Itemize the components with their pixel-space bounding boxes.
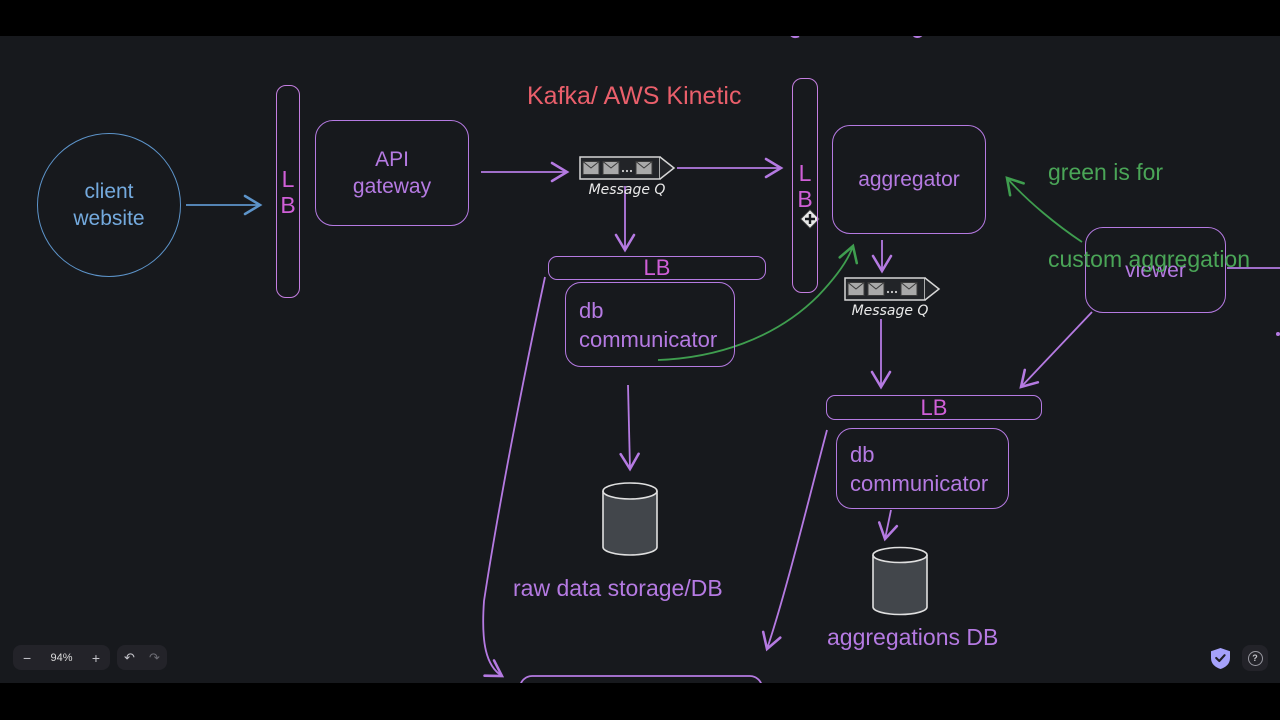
node-label: db xyxy=(579,297,604,323)
clipped-title-fragment xyxy=(912,36,923,38)
node-label: communicator xyxy=(850,470,989,496)
envelope-icon xyxy=(635,161,653,175)
envelope-icon xyxy=(867,282,885,296)
node-lb1[interactable]: L B xyxy=(276,85,300,298)
raw-db-label[interactable]: raw data storage/DB xyxy=(513,575,723,601)
node-lb-right[interactable]: LB xyxy=(826,395,1042,420)
node-db-communicator-right[interactable]: db communicator xyxy=(836,428,1009,509)
envelope-icon xyxy=(582,161,600,175)
agg-db-label[interactable]: aggregations DB xyxy=(827,624,999,650)
green-note-line: custom aggregation xyxy=(1048,246,1251,272)
envelope-icon xyxy=(847,282,865,296)
arrow-viewer-to-lb-right[interactable] xyxy=(1019,311,1093,389)
envelope-icon xyxy=(900,282,918,296)
node-label: db xyxy=(850,441,875,467)
arrow-dbcomm-mid-to-raw-db[interactable] xyxy=(619,384,640,472)
node-label: communicator xyxy=(579,326,718,352)
excalidraw-canvas[interactable]: Message Q Message Q xyxy=(0,36,1280,683)
raw-db-cylinder-icon[interactable] xyxy=(602,482,658,556)
node-label: B xyxy=(280,191,296,218)
arrow-lb-mid-to-bottom-box[interactable] xyxy=(482,276,546,678)
message-q2-label: Message Q xyxy=(852,303,929,319)
encrypted-shield-icon[interactable] xyxy=(1211,648,1230,669)
help-button[interactable]: ? xyxy=(1242,645,1268,671)
node-db-communicator-mid[interactable]: db communicator xyxy=(565,282,735,367)
message-queue-icon[interactable]: Message Q xyxy=(579,156,676,198)
node-lb2[interactable]: L B xyxy=(792,78,818,293)
node-label: LB xyxy=(920,394,948,420)
message-queue-icon[interactable]: Message Q xyxy=(844,277,941,319)
node-label: website xyxy=(73,207,145,230)
history-control[interactable]: ↶ ↷ xyxy=(117,645,167,670)
letterbox-bottom xyxy=(0,683,1280,720)
help-icon: ? xyxy=(1247,650,1263,666)
kafka-annotation[interactable]: Kafka/ AWS Kinetic xyxy=(527,82,742,110)
node-label: L xyxy=(281,165,295,192)
node-api-gateway[interactable]: API gateway xyxy=(315,120,469,226)
node-label: client xyxy=(84,180,134,203)
green-note-annotation[interactable]: green is for custom aggregation xyxy=(1048,100,1250,332)
zoom-out-button[interactable]: − xyxy=(23,649,32,666)
node-label: aggregator xyxy=(858,168,960,191)
arrow-dbcomm-right-to-agg-db[interactable] xyxy=(877,509,899,542)
zoom-control[interactable]: − 94% + xyxy=(13,645,110,670)
node-label: B xyxy=(797,185,813,212)
connector-layer: Message Q Message Q xyxy=(186,36,1280,683)
node-label: viewer xyxy=(1125,258,1186,282)
envelope-icon xyxy=(602,161,620,175)
agg-db-cylinder-icon[interactable] xyxy=(872,546,928,616)
node-label: LB xyxy=(643,255,671,280)
letterbox-top xyxy=(0,0,1280,36)
move-cursor-icon xyxy=(800,209,820,229)
zoom-level[interactable]: 94% xyxy=(50,651,73,664)
node-viewer[interactable]: viewer xyxy=(1085,227,1226,313)
node-client-website[interactable]: client website xyxy=(37,133,181,277)
arrow-lb-right-to-bottom-box[interactable] xyxy=(761,429,828,652)
green-arrow-dbcomm-to-lb2[interactable] xyxy=(657,243,859,361)
node-label: API xyxy=(375,148,409,171)
node-aggregator[interactable]: aggregator xyxy=(832,125,986,234)
zoom-in-button[interactable]: + xyxy=(91,649,100,666)
redo-icon[interactable]: ↷ xyxy=(149,649,160,665)
message-q1-label: Message Q xyxy=(589,182,666,198)
node-lb-mid[interactable]: LB xyxy=(548,256,766,280)
bottom-clipped-box[interactable] xyxy=(520,675,762,683)
node-label: L xyxy=(798,159,812,186)
clipped-line-fragment xyxy=(1276,332,1280,336)
undo-icon[interactable]: ↶ xyxy=(124,649,135,665)
clipped-title-fragment xyxy=(790,36,800,39)
node-label: gateway xyxy=(352,175,432,198)
green-note-line: green is for xyxy=(1048,159,1164,185)
green-arrow-viewer-to-aggregator[interactable] xyxy=(1005,176,1083,243)
